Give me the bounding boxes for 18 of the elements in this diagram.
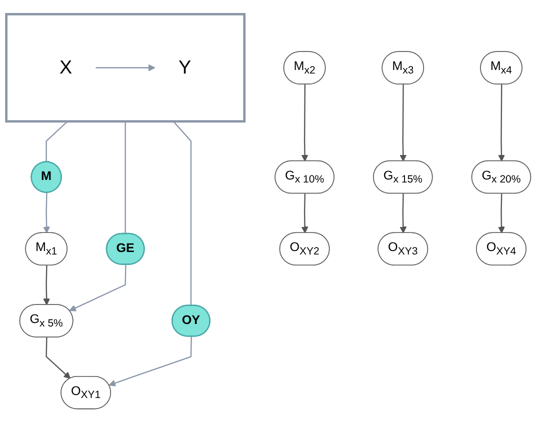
arrow (498, 84, 505, 162)
node-text: Y (178, 56, 192, 78)
arrow (46, 337, 71, 379)
arrow (400, 84, 407, 162)
arrow (498, 194, 505, 234)
cluster (5, 13, 246, 123)
arrow (43, 265, 50, 306)
node-text: X (60, 56, 72, 78)
arrow (69, 264, 126, 312)
arrow (96, 64, 156, 72)
arrow (43, 192, 50, 234)
connector (46, 120, 68, 162)
arrow (301, 194, 308, 234)
connector (172, 120, 192, 306)
arrow (400, 194, 407, 234)
arrow (108, 336, 192, 386)
arrow (301, 84, 308, 162)
connector (124, 121, 126, 234)
